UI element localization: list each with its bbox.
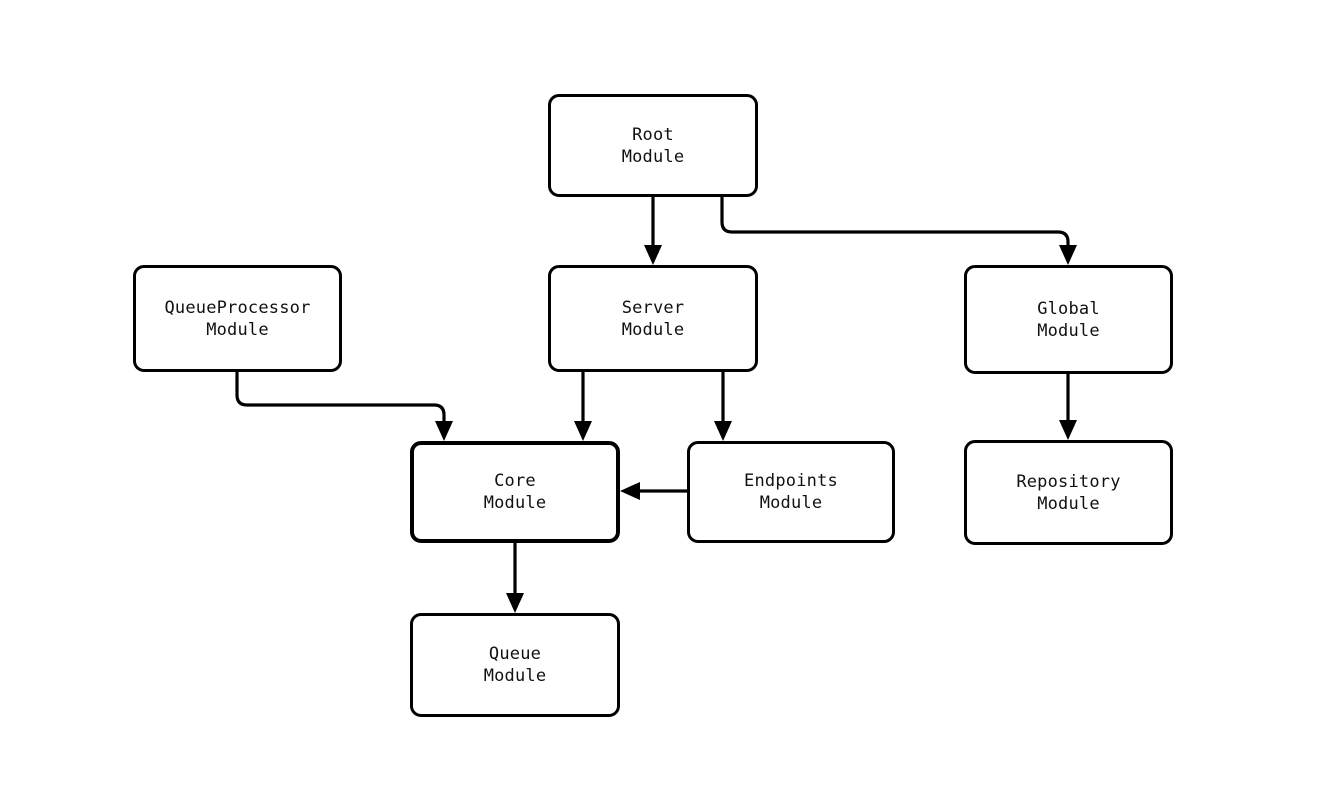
edge-core-queue <box>506 543 524 613</box>
arrowhead-icon <box>1059 245 1077 265</box>
node-queue[interactable]: Queue Module <box>410 613 620 717</box>
arrowhead-icon <box>574 421 592 441</box>
arrowhead-icon <box>644 245 662 265</box>
edge-server-core <box>574 372 592 441</box>
edge-line <box>720 197 1070 251</box>
edge-server-endpoints <box>714 372 732 441</box>
node-label: Endpoints Module <box>744 471 838 513</box>
edge-root-server <box>644 197 662 265</box>
node-label: QueueProcessor Module <box>164 297 311 340</box>
arrowhead-icon <box>1059 420 1077 440</box>
node-label: Root Module <box>621 124 685 167</box>
node-endpoints[interactable]: Endpoints Module <box>687 441 895 543</box>
node-label: Repository Module <box>1016 471 1121 514</box>
edge-queueprocessor-core <box>235 372 453 441</box>
arrowhead-icon <box>620 482 640 500</box>
node-queueprocessor[interactable]: QueueProcessor Module <box>133 265 342 372</box>
node-core[interactable]: Core Module <box>410 441 620 543</box>
edge-root-global <box>720 197 1077 265</box>
arrowhead-icon <box>506 593 524 613</box>
node-server[interactable]: Server Module <box>548 265 758 372</box>
arrowhead-icon <box>435 421 453 441</box>
node-root[interactable]: Root Module <box>548 94 758 197</box>
node-label: Server Module <box>621 297 685 340</box>
node-global[interactable]: Global Module <box>964 265 1173 374</box>
node-label: Core Module <box>483 471 547 513</box>
edge-line <box>235 372 446 427</box>
arrowhead-icon <box>714 421 732 441</box>
node-repository[interactable]: Repository Module <box>964 440 1173 545</box>
node-label: Global Module <box>1037 298 1100 341</box>
node-label: Queue Module <box>483 644 547 686</box>
edge-global-repository <box>1059 374 1077 440</box>
edge-endpoints-core <box>620 482 687 500</box>
